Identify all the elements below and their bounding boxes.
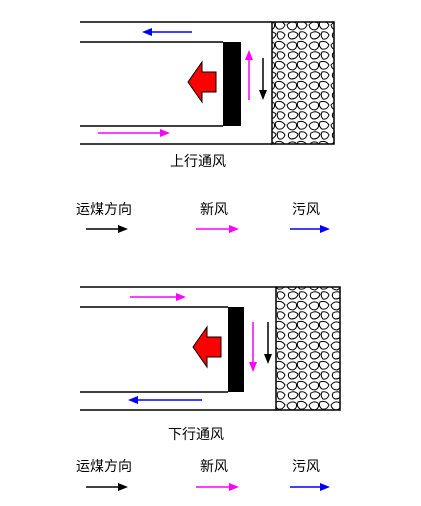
coal-arrow-icon [86,483,128,491]
foul-arrow-icon [128,396,202,404]
panel-caption: 上行通风 [170,154,226,170]
coal-arrow-icon [259,58,267,100]
coal-face [228,307,244,392]
legend-label-coal: 运煤方向 [76,459,132,475]
panel-downward [80,286,341,411]
foul-arrow-icon [290,225,330,233]
coal-face [223,42,241,126]
foul-arrow-icon [142,28,192,36]
coal-arrow-icon [264,322,272,364]
advance-arrow-icon [187,60,217,104]
legend-label-fresh: 新风 [200,202,228,218]
legend-label-foul: 污风 [292,202,320,218]
fresh-arrow-icon [249,322,257,372]
legend-label-fresh: 新风 [200,459,228,475]
fresh-arrow-icon [98,129,170,137]
legend-label-foul: 污风 [292,459,320,475]
foul-arrow-icon [290,483,330,491]
legend-downward [86,483,330,491]
panel-upward [80,21,335,145]
fresh-arrow-icon [196,483,239,491]
advance-arrow-icon [192,325,222,369]
fresh-arrow-icon [245,50,253,100]
gob-area [271,21,335,145]
panel-caption: 下行通风 [168,427,224,443]
fresh-arrow-icon [130,293,186,301]
fresh-arrow-icon [196,225,239,233]
legend-label-coal: 运煤方向 [76,202,132,218]
legend-upward [86,225,330,233]
coal-arrow-icon [86,225,128,233]
gob-area [275,286,341,411]
